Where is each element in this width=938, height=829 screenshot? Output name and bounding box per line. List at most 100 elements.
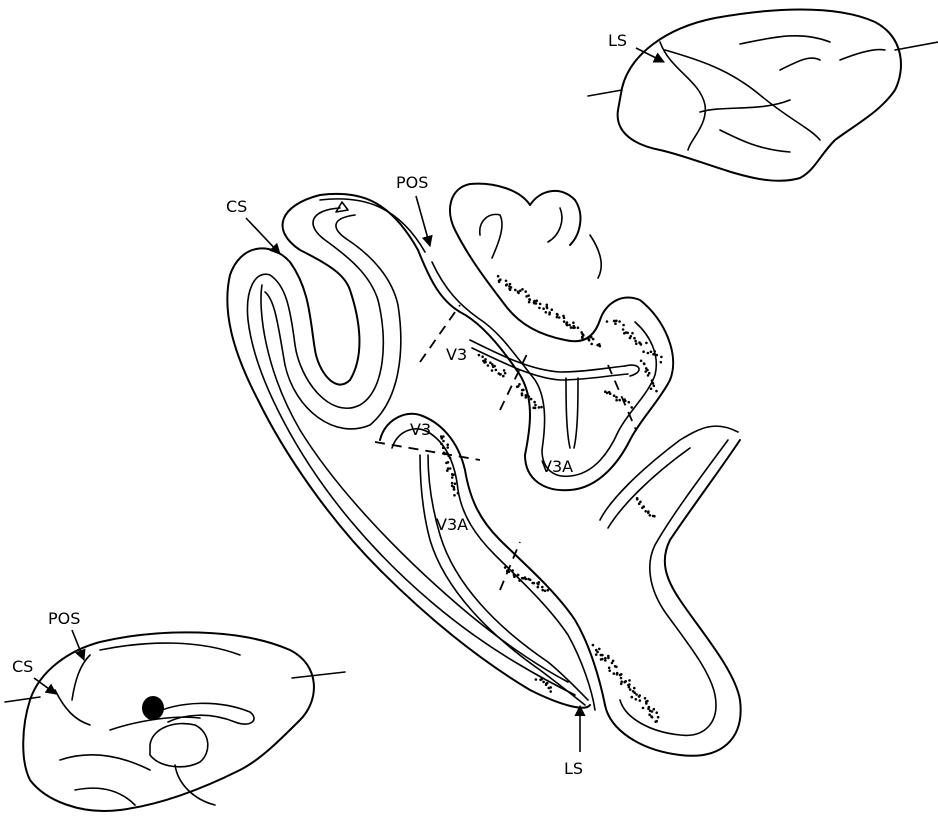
labeled-cell-dot xyxy=(478,354,481,357)
sts-line xyxy=(700,100,790,112)
labeled-cell-dot xyxy=(445,462,448,465)
labeled-cell-dot xyxy=(547,589,550,592)
labeled-cell-dot xyxy=(580,331,583,334)
labeled-cell-dot xyxy=(522,389,525,392)
labeled-cell-dot xyxy=(517,574,520,577)
labeled-cell-dot xyxy=(451,476,454,479)
labeled-cell-dot xyxy=(577,326,580,329)
upper-arc-inner xyxy=(480,214,502,258)
labeled-cell-dot xyxy=(601,654,604,657)
labeled-cell-dot xyxy=(504,566,507,569)
labeled-cell-dot xyxy=(541,589,544,592)
labeled-cell-dot xyxy=(487,364,490,367)
labeled-cell-dot xyxy=(453,488,456,491)
labeled-cell-dot xyxy=(511,569,514,572)
labeled-cell-dot xyxy=(648,713,651,716)
labeled-cell-dot xyxy=(493,365,496,368)
labeled-cell-dot xyxy=(631,696,634,699)
labeled-cell-dot xyxy=(623,681,626,684)
labeled-cell-dot xyxy=(508,571,511,574)
lateral-brain-view: LS xyxy=(588,10,938,181)
labeled-cell-dot xyxy=(604,390,607,393)
labeled-cell-dot xyxy=(611,662,614,665)
labeled-cell-dot xyxy=(640,360,643,363)
labeled-cell-dot xyxy=(647,352,650,355)
labeled-cell-dot xyxy=(655,390,658,393)
labeled-cell-dot xyxy=(629,337,632,340)
labeled-cell-dot xyxy=(641,507,644,510)
labeled-cell-dot xyxy=(651,379,654,382)
labeled-cell-dot xyxy=(655,711,658,714)
labeled-cell-dot xyxy=(510,286,513,289)
labeled-cell-dot xyxy=(548,311,551,314)
sulcus-line-b xyxy=(780,58,820,70)
labeled-cell-dot xyxy=(647,511,650,514)
labeled-cell-dot xyxy=(653,515,656,518)
labeled-cell-dot xyxy=(497,275,500,278)
labeled-cell-dot xyxy=(484,360,487,363)
cs-main-label: CS xyxy=(226,197,247,216)
labeled-cell-dot xyxy=(549,686,552,689)
labeled-cell-dot xyxy=(596,651,599,654)
labeled-cell-dot xyxy=(538,307,541,310)
labeled-cell-dot xyxy=(446,443,449,446)
labeled-cell-dot xyxy=(646,700,649,703)
labeled-cell-dot xyxy=(608,667,611,670)
labeled-cell-dot xyxy=(540,678,543,681)
labeled-cell-dot xyxy=(657,716,660,719)
labeled-cell-dot xyxy=(449,457,452,460)
labeled-cell-dot xyxy=(542,307,545,310)
labeled-cell-dot xyxy=(651,710,654,713)
labeled-cell-dot xyxy=(642,350,645,353)
labeled-cell-dot xyxy=(502,375,505,378)
labeled-cell-dot xyxy=(529,579,532,582)
labeled-cell-dot xyxy=(521,288,524,291)
labeled-cell-dot xyxy=(533,582,536,585)
labeled-cell-dot xyxy=(513,573,516,576)
labeled-cell-dot xyxy=(608,669,611,672)
labeled-cell-dot xyxy=(653,353,656,356)
labeled-cell-dot xyxy=(656,354,659,357)
labeled-cell-dot xyxy=(491,363,494,366)
v3-lower-label: V3 xyxy=(410,420,431,439)
labeled-cell-dot xyxy=(556,316,559,319)
labeled-cell-dot xyxy=(453,486,456,489)
pos-main-label: POS xyxy=(396,173,428,192)
labeled-cell-dot xyxy=(582,334,585,337)
labeled-cell-dot xyxy=(601,658,604,661)
labeled-cell-dot xyxy=(645,702,648,705)
labeled-cell-dot xyxy=(630,406,633,409)
labeled-cell-dot xyxy=(506,283,509,286)
labeled-cell-dot xyxy=(650,387,653,390)
labeled-cell-dot xyxy=(521,394,524,397)
labeled-cell-dot xyxy=(636,498,639,501)
labeled-cell-dot xyxy=(647,374,650,377)
medial-sulcus-c xyxy=(60,755,150,770)
labeled-cell-dot xyxy=(453,494,456,497)
ls-top-label: LS xyxy=(608,31,627,50)
left-gyrus-outer xyxy=(227,194,590,708)
sulcus-line-a xyxy=(740,36,830,44)
labeled-cell-dot xyxy=(539,303,542,306)
labeled-cell-dot xyxy=(595,653,598,656)
labeled-cell-dot xyxy=(509,283,512,286)
labeled-cell-dot xyxy=(519,289,522,292)
labeled-cell-dot xyxy=(587,338,590,341)
labeled-cell-dot xyxy=(615,396,618,399)
labeled-cell-dot xyxy=(639,343,642,346)
labeled-cell-dot xyxy=(442,446,445,449)
labeled-cell-dot xyxy=(549,690,552,693)
lateral-axis-line-right xyxy=(895,42,938,50)
labeled-cell-dot xyxy=(653,708,656,711)
labeled-cell-dot xyxy=(563,317,566,320)
labeled-cell-dot xyxy=(647,707,650,710)
right-gyrus-inner xyxy=(620,440,728,735)
pos-medial-arrow xyxy=(72,630,84,660)
labeled-cell-dot xyxy=(509,288,512,291)
labeled-cell-dot xyxy=(618,399,621,402)
labeled-cell-dot xyxy=(628,401,631,404)
labeled-cell-dot xyxy=(648,372,651,375)
labeled-cell-dot xyxy=(534,407,537,410)
labeled-cell-dot xyxy=(443,453,446,456)
